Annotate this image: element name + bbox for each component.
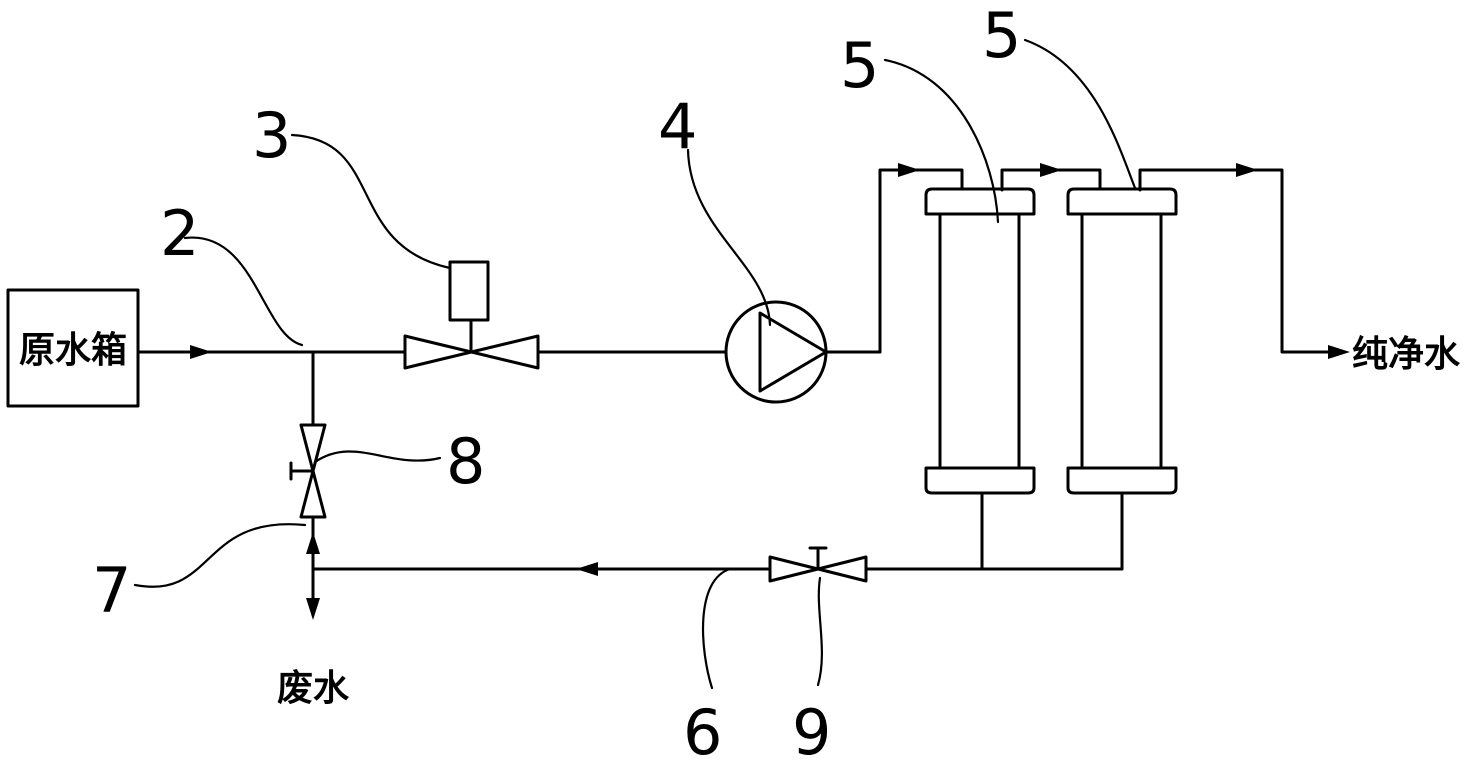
leader-line-2 <box>183 236 304 347</box>
pump-outlet-pipe <box>878 163 964 354</box>
leader-line-6 <box>702 567 732 690</box>
callout-5-second: 5 <box>982 0 1021 72</box>
raw-water-tank-label: 原水箱 <box>19 330 127 371</box>
callout-5-first: 5 <box>840 29 879 102</box>
raw-water-tank: 原水箱 <box>6 288 140 408</box>
callout-9: 9 <box>792 696 831 760</box>
flow-arrow <box>1236 163 1258 177</box>
flow-arrow <box>1040 163 1062 177</box>
concentrate-valve <box>768 546 868 583</box>
membrane-link-pipe <box>1000 163 1102 192</box>
callout-3: 3 <box>252 99 291 172</box>
waste-water-label: 废水 <box>277 668 350 709</box>
flow-arrow <box>190 345 212 359</box>
leader-line-4 <box>686 148 772 327</box>
solenoid-valve <box>403 260 540 370</box>
callout-4: 4 <box>658 90 697 163</box>
flow-arrow <box>306 532 320 554</box>
membrane-filter-2 <box>1066 187 1178 495</box>
leader-line-7 <box>133 523 307 588</box>
concentrate-pipe <box>311 491 1124 576</box>
callout-6: 6 <box>683 696 722 760</box>
flow-arrow <box>576 562 598 576</box>
leader-line-5a <box>883 58 1000 224</box>
membrane-filter-1 <box>924 187 1036 495</box>
waste-pipe <box>306 515 320 620</box>
callout-2: 2 <box>160 197 199 270</box>
bypass-valve <box>289 423 327 519</box>
flow-arrow <box>306 598 320 620</box>
callout-7: 7 <box>92 554 131 627</box>
inlet-pipe <box>136 345 730 359</box>
callout-8: 8 <box>446 425 485 498</box>
leader-line-8 <box>313 450 442 464</box>
leader-line-5b <box>1023 38 1137 190</box>
pure-water-outlet-pipe <box>1138 163 1350 359</box>
leader-line-9 <box>816 576 823 687</box>
pure-water-label: 纯净水 <box>1352 334 1461 375</box>
pump <box>724 300 882 404</box>
flow-arrow <box>1328 345 1350 359</box>
leader-lines <box>133 38 1137 690</box>
flow-arrow <box>898 163 920 177</box>
leader-line-3 <box>290 133 452 270</box>
